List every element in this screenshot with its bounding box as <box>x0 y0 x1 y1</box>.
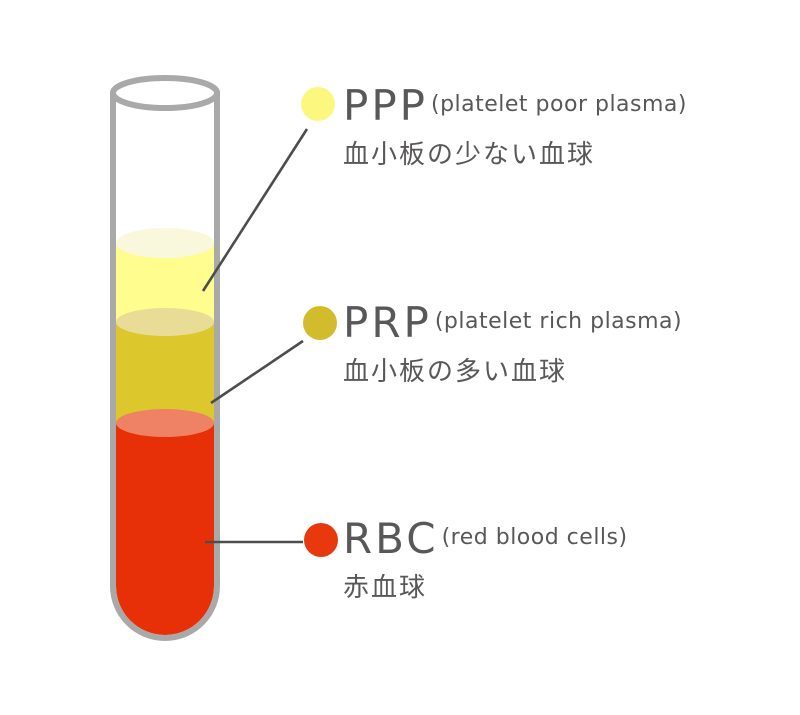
ppp-acronym: PPP <box>343 81 428 130</box>
ppp-label-row: PPP (platelet poor plasma) <box>343 85 687 127</box>
ppp-label-block: PPP (platelet poor plasma) 血小板の少ない血球 <box>343 85 687 171</box>
prp-layer <box>116 322 214 426</box>
rbc-layer <box>116 423 214 635</box>
rbc-japanese-name: 赤血球 <box>343 573 428 603</box>
prp-english-name: (platelet rich plasma) <box>434 309 683 334</box>
rbc-label-block: RBC (red blood cells) 赤血球 <box>343 518 628 604</box>
ppp-surface-ellipse <box>116 228 214 258</box>
prp-dot-icon <box>303 306 337 340</box>
prp-label-row: PRP (platelet rich plasma) <box>343 302 682 344</box>
ppp-english-name: (platelet poor plasma) <box>430 92 687 117</box>
prp-surface-ellipse <box>116 308 214 336</box>
tube-contents <box>116 228 214 635</box>
ppp-connector-line <box>201 128 309 292</box>
rbc-label-row: RBC (red blood cells) <box>343 518 628 560</box>
rbc-acronym: RBC <box>343 514 439 563</box>
rbc-dot-icon <box>304 523 338 557</box>
ppp-dot-icon <box>301 87 335 121</box>
prp-label-block: PRP (platelet rich plasma) 血小板の多い血球 <box>343 302 682 388</box>
rbc-english-name: (red blood cells) <box>441 525 628 550</box>
tube-body-outline <box>110 90 220 641</box>
ppp-japanese-name: 血小板の少ない血球 <box>343 140 596 170</box>
rbc-surface-ellipse <box>116 409 214 437</box>
tube-rim <box>110 75 220 111</box>
prp-connector-line <box>210 339 304 405</box>
prp-japanese-name: 血小板の多い血球 <box>343 357 568 387</box>
prp-acronym: PRP <box>343 298 432 347</box>
